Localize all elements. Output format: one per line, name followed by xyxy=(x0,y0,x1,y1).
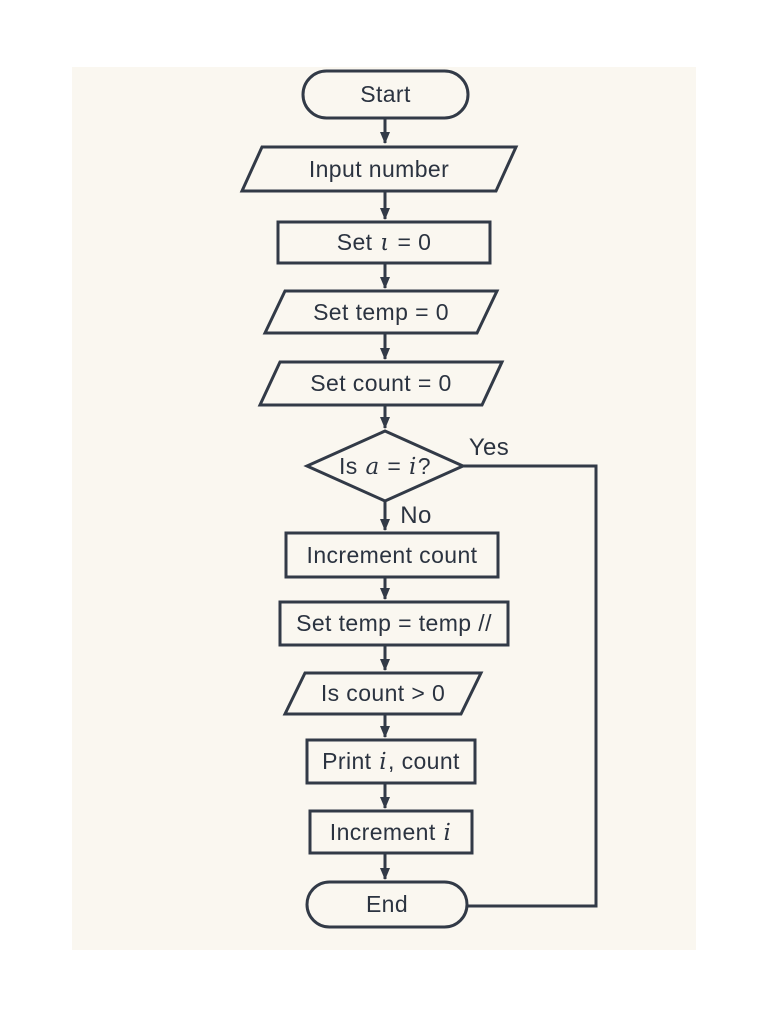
input-number-text: Input number xyxy=(308,155,450,182)
node-decision-shape xyxy=(303,429,467,503)
start-text: Start xyxy=(360,81,411,107)
node-input-number-label: Input number xyxy=(242,147,516,191)
decision-variable-i: i xyxy=(409,453,417,480)
node-increment-i-label: Increment i xyxy=(310,811,472,853)
node-set-count-label: Set count = 0 xyxy=(260,362,502,405)
node-decision-label: Is a = i? xyxy=(307,431,463,501)
node-increment-count-shape xyxy=(284,531,500,579)
print-variable-i: i xyxy=(379,749,387,775)
set-i-suffix: = 0 xyxy=(390,229,432,255)
yes-text: Yes xyxy=(468,434,510,461)
node-set-i-label: Set ι = 0 xyxy=(278,222,490,263)
node-set-temp-floordiv-label: Set temp = temp // xyxy=(280,602,508,645)
node-increment-count-label: Increment count xyxy=(286,533,498,577)
end-text: End xyxy=(365,891,409,917)
decision-variable-a: a xyxy=(365,453,380,480)
node-input-number-shape xyxy=(239,145,519,193)
set-temp-floordiv-text: Set temp = temp // xyxy=(296,610,492,636)
node-start-label: Start xyxy=(303,71,468,118)
decision-equals: = xyxy=(380,452,409,479)
set-count-text: Set count = 0 xyxy=(310,370,452,396)
set-temp-text: Set temp = 0 xyxy=(313,298,449,325)
node-end-label: End xyxy=(307,882,467,927)
set-i-variable: ι xyxy=(380,230,390,256)
node-set-i-shape xyxy=(276,220,492,265)
node-set-temp-shape xyxy=(262,289,500,335)
connector-yes-branch xyxy=(463,464,598,908)
decision-suffix: ? xyxy=(417,452,431,479)
increment-count-text: Increment count xyxy=(306,541,478,568)
node-set-count-shape xyxy=(257,360,505,407)
print-suffix: , count xyxy=(388,748,460,774)
increment-i-prefix: Increment xyxy=(329,818,443,845)
decision-prefix: Is xyxy=(339,452,365,479)
node-print-label: Print i, count xyxy=(307,740,475,783)
edge-label-no: No xyxy=(390,502,442,529)
node-set-temp-floordiv-shape xyxy=(278,600,510,647)
node-is-count-label: Is count > 0 xyxy=(285,673,481,714)
increment-i-variable: i xyxy=(443,819,452,846)
print-prefix: Print xyxy=(322,748,379,774)
is-count-text: Is count > 0 xyxy=(320,680,446,706)
node-increment-i-shape xyxy=(308,809,474,855)
edge-label-yes: Yes xyxy=(458,434,520,462)
node-end-shape xyxy=(305,880,469,929)
node-start-shape xyxy=(301,69,470,120)
node-is-count-shape xyxy=(282,671,484,716)
node-set-temp-label: Set temp = 0 xyxy=(265,291,497,333)
node-print-shape xyxy=(305,738,477,785)
set-i-prefix: Set xyxy=(336,229,380,255)
no-text: No xyxy=(400,501,432,529)
